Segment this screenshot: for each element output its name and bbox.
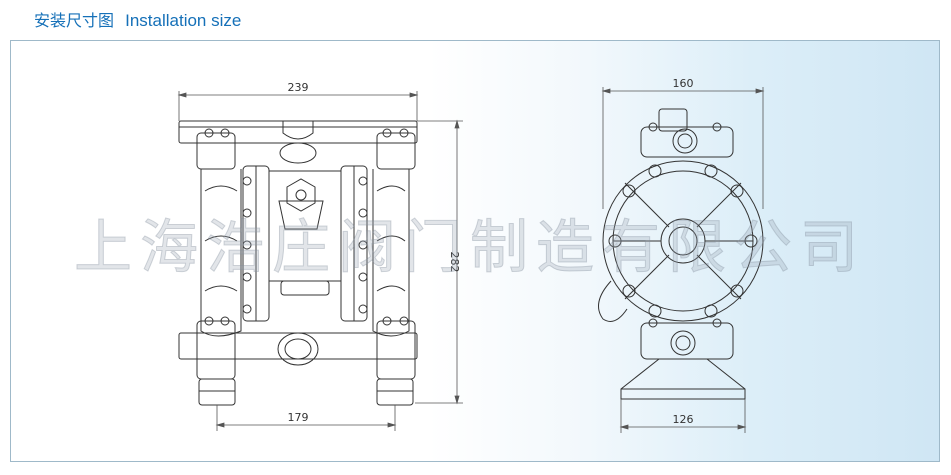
front-height-label: 282: [448, 252, 461, 273]
side-width-top-label: 160: [673, 77, 694, 90]
title-english: Installation size: [125, 11, 242, 30]
front-view-pump: [178, 120, 418, 406]
side-width-bottom-label: 126: [673, 413, 694, 426]
front-width-bottom-label: 179: [288, 411, 309, 424]
front-width-top-label: 239: [288, 81, 309, 94]
page-title: 安装尺寸图 Installation size: [34, 8, 241, 34]
title-chinese: 安装尺寸图: [34, 11, 115, 30]
installation-drawing: 239 179 282 160 126: [177, 77, 765, 433]
front-view-dimensions: [177, 91, 463, 431]
drawing-panel: 239 179 282 160 126: [10, 40, 940, 462]
side-view-dimensions: [601, 87, 765, 433]
side-view-pump: [598, 108, 764, 400]
